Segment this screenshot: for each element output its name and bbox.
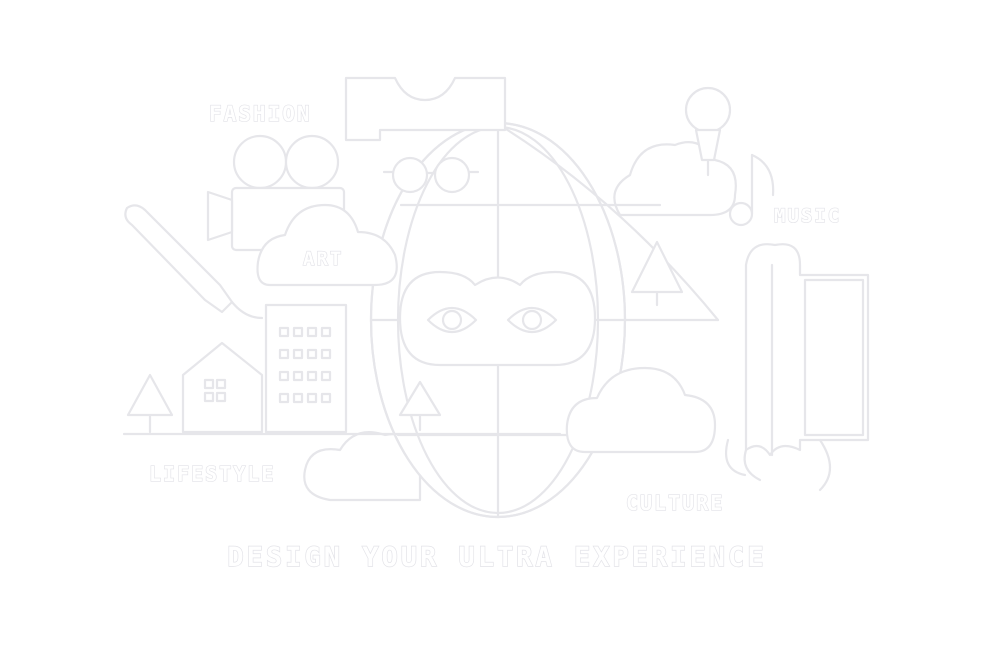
- microphone-icon: [684, 86, 732, 177]
- t-shirt-icon: [344, 76, 507, 142]
- label-culture: CULTURE: [626, 491, 724, 515]
- tree-icon: [398, 380, 442, 432]
- glasses-icon: [382, 156, 480, 194]
- label-art: ART: [303, 248, 343, 270]
- label-lifestyle: LIFESTYLE: [149, 462, 275, 486]
- tree-icon: [126, 373, 174, 434]
- open-book-icon: [724, 243, 870, 492]
- cloud-icon: [565, 366, 717, 454]
- tree-icon: [630, 240, 684, 307]
- paintbrush-icon: [124, 204, 264, 320]
- label-fashion: FASHION: [209, 102, 312, 126]
- house-icon: [181, 341, 264, 434]
- cloud-icon: [256, 203, 398, 287]
- tagline: DESIGN YOUR ULTRA EXPERIENCE: [227, 542, 766, 573]
- eye-mask-icon: [398, 270, 597, 367]
- music-note-icon: [728, 153, 775, 227]
- label-music: MUSIC: [774, 205, 841, 227]
- building-icon: [264, 303, 348, 434]
